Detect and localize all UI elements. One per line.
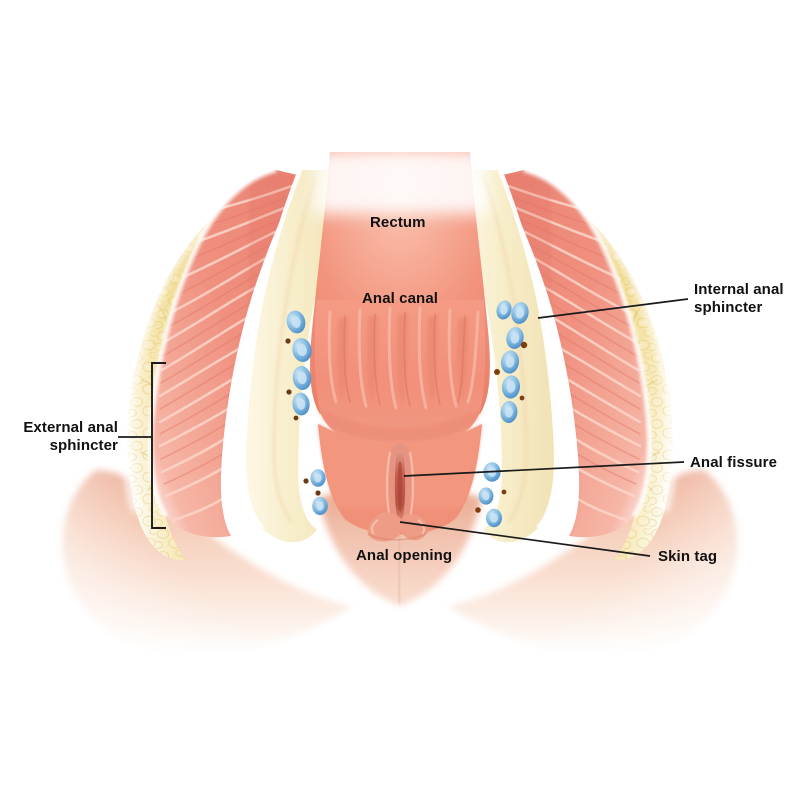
label-anal-fissure: Anal fissure	[690, 454, 778, 471]
external-anal-sphincter-bracket	[151, 362, 166, 529]
leader-anal-fissure	[403, 461, 685, 477]
leader-internal-anal-sphincter	[537, 298, 689, 319]
leader-skin-tag	[399, 521, 651, 557]
label-anal-opening: Anal opening	[356, 547, 453, 564]
label-skin-tag: Skin tag	[658, 548, 718, 565]
label-anal-canal: Anal canal	[362, 290, 439, 307]
label-internal-anal-sphincter: Internal anal sphincter	[694, 281, 784, 317]
label-external-anal-sphincter: External anal sphincter	[23, 419, 118, 455]
leader-lines	[118, 298, 689, 557]
label-rectum: Rectum	[370, 214, 426, 231]
